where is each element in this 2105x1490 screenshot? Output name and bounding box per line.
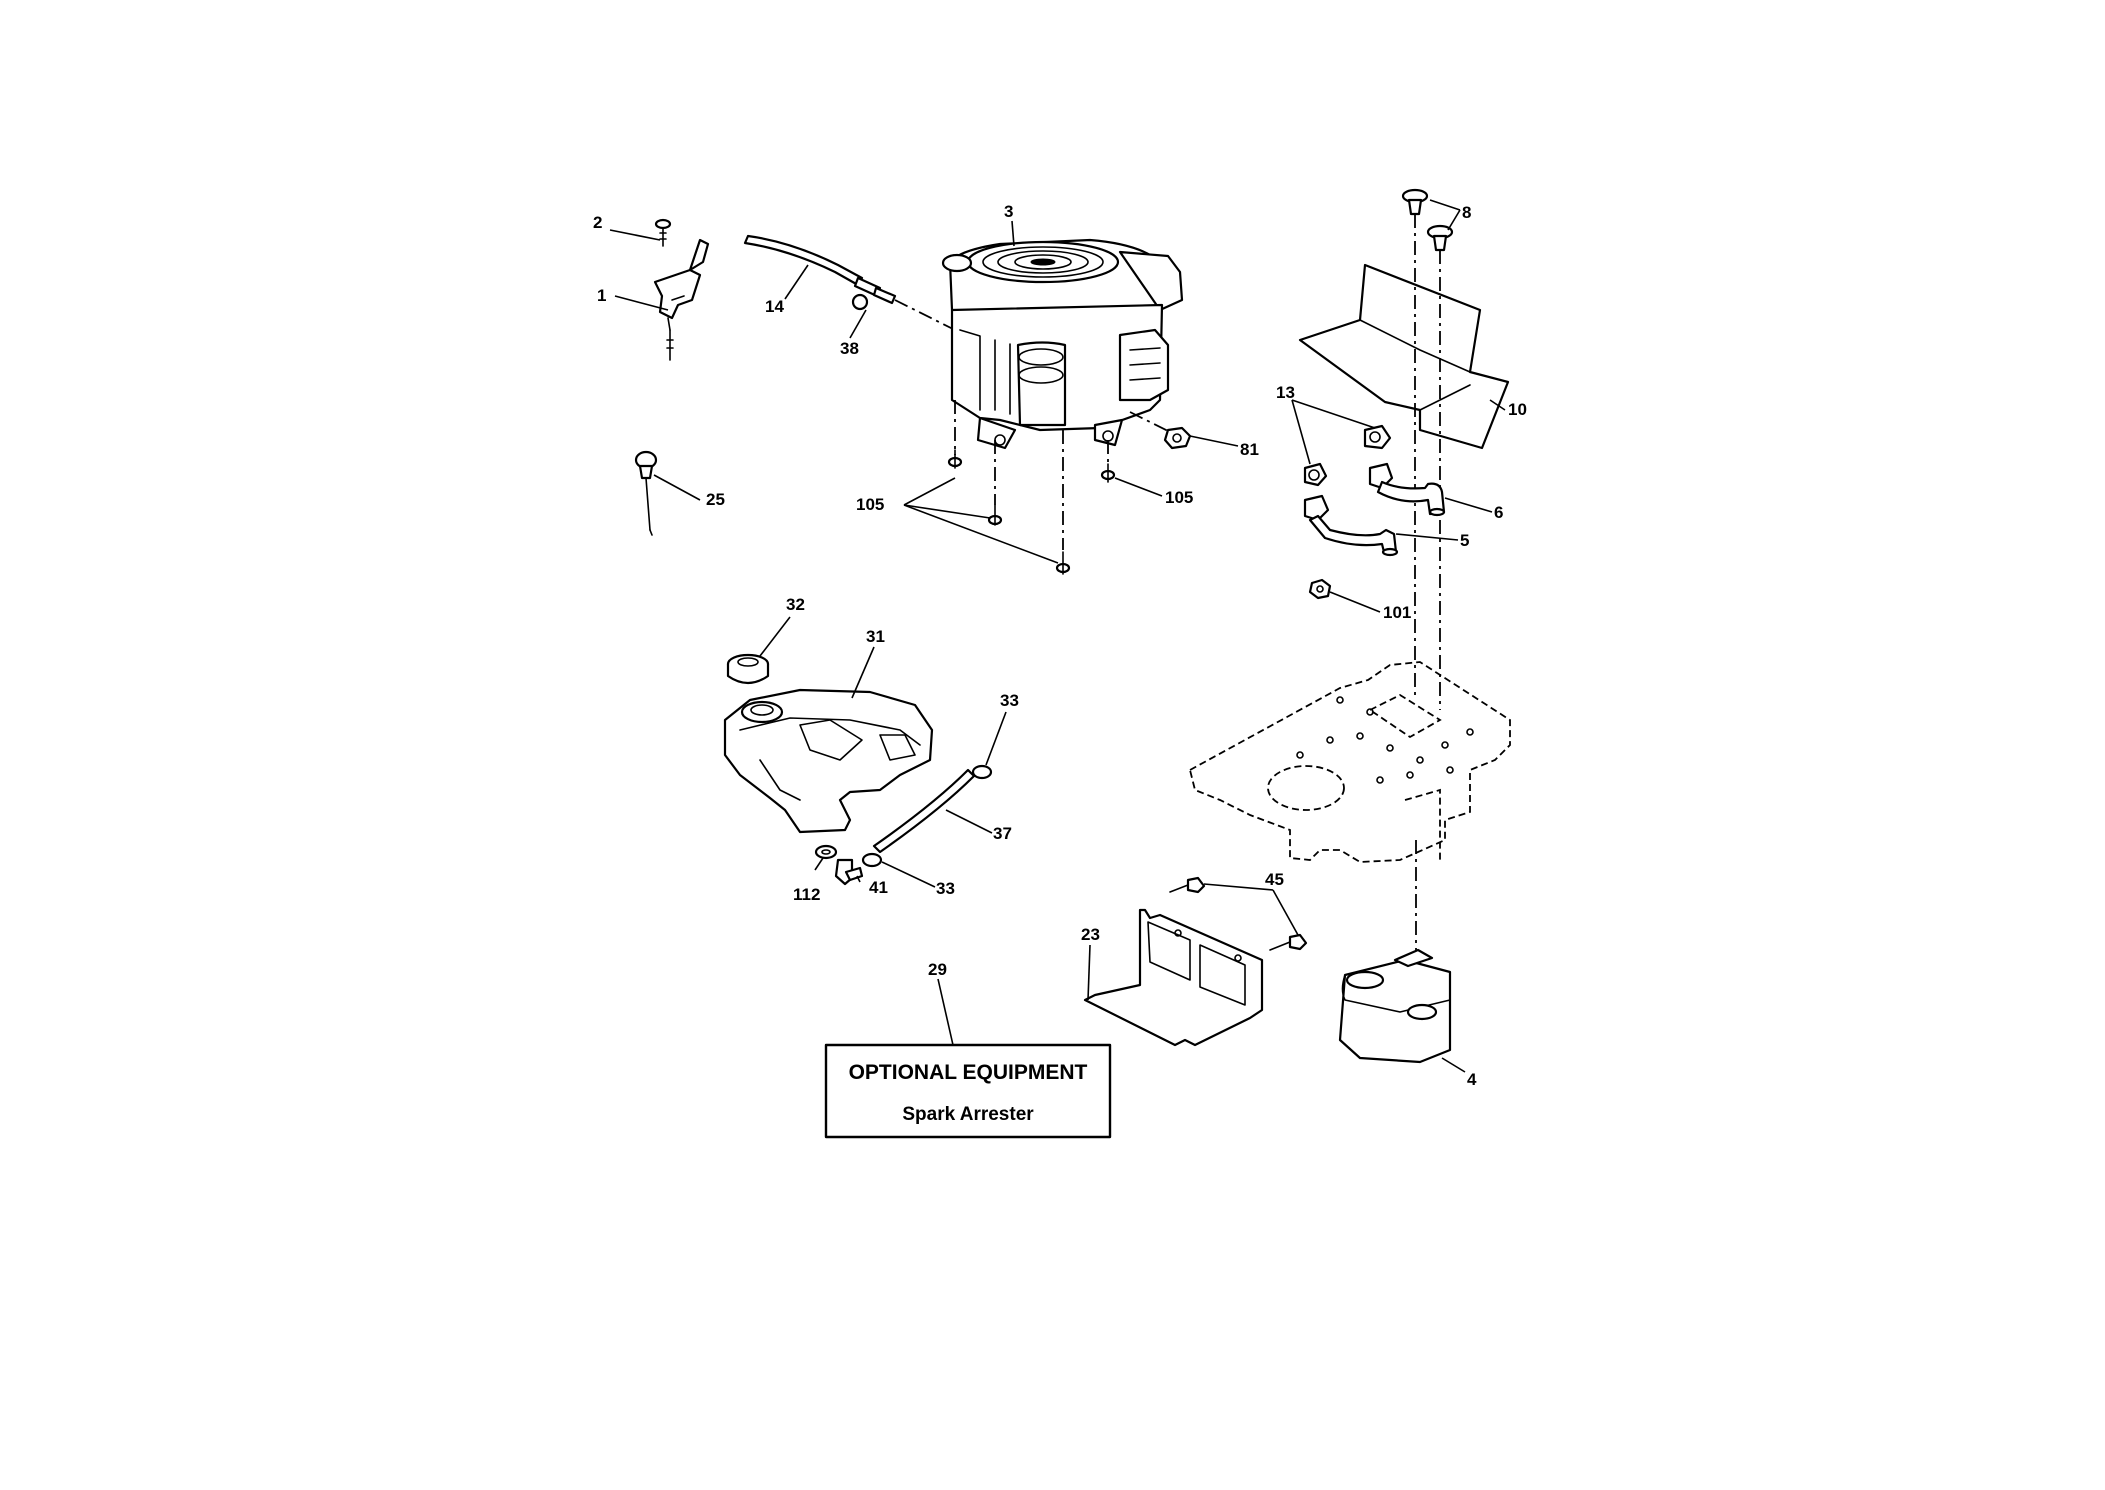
callout-31: 31 <box>866 627 885 646</box>
callout-14: 14 <box>765 297 784 316</box>
optional-box-title: OPTIONAL EQUIPMENT <box>849 1061 1088 1084</box>
callout-81: 81 <box>1240 440 1259 459</box>
gasket-part-13 <box>1303 424 1392 487</box>
bolt-part-105 <box>947 400 1116 575</box>
callout-5: 5 <box>1460 531 1469 550</box>
fuel-hose-part <box>743 234 956 331</box>
bushing-part-112 <box>814 844 838 860</box>
callout-112: 112 <box>793 885 820 904</box>
throttle-bracket-part <box>653 238 710 361</box>
callout-101: 101 <box>1383 603 1411 622</box>
callout-41: 41 <box>869 878 888 897</box>
optional-equipment-box: OPTIONAL EQUIPMENT Spark Arrester <box>824 1043 1112 1139</box>
callout-6: 6 <box>1494 503 1503 522</box>
callout-25: 25 <box>706 490 725 509</box>
callout-23: 23 <box>1081 925 1100 944</box>
callout-38: 38 <box>840 339 859 358</box>
callout-4: 4 <box>1467 1070 1477 1089</box>
frame-reference-outline <box>1188 661 1511 863</box>
callout-8: 8 <box>1462 203 1471 222</box>
exhaust-pipe-part-6 <box>1368 462 1446 517</box>
callout-1: 1 <box>597 286 606 305</box>
nut-part-81 <box>1163 426 1192 450</box>
callout-37: 37 <box>993 824 1012 843</box>
callout-3: 3 <box>1004 202 1013 221</box>
callout-105-right: 105 <box>1165 488 1193 507</box>
callout-33-bottom: 33 <box>936 879 955 898</box>
fuel-line-part <box>861 764 993 868</box>
callout-labels: 2 1 3 14 38 81 105 105 25 8 10 13 6 5 10… <box>593 202 1527 1089</box>
callout-13: 13 <box>1276 383 1295 402</box>
screw-part-8 <box>1401 188 1454 252</box>
nut-part-101 <box>1308 578 1332 600</box>
muffler-part <box>1338 840 1452 1064</box>
screw-part-2 <box>654 218 672 247</box>
choke-knob-part <box>634 450 658 536</box>
callout-10: 10 <box>1508 400 1527 419</box>
bolt-part-45 <box>1169 876 1308 951</box>
callout-32: 32 <box>786 595 805 614</box>
engine-part <box>941 238 1184 450</box>
optional-box-subtitle: Spark Arrester <box>902 1104 1034 1125</box>
fuel-tank-part <box>723 688 934 834</box>
fuel-cap-part <box>726 653 770 685</box>
leader-lines <box>609 199 1506 1073</box>
callout-105-left: 105 <box>856 495 884 514</box>
elbow-fitting-part-41 <box>834 858 864 886</box>
heat-shield-part <box>1298 263 1510 450</box>
callout-2: 2 <box>593 213 602 232</box>
callout-29: 29 <box>928 960 947 979</box>
spark-arrester-screen-part <box>1083 908 1264 1047</box>
exhaust-pipe-part-5 <box>1303 494 1399 557</box>
callout-33-top: 33 <box>1000 691 1019 710</box>
callout-45: 45 <box>1265 870 1284 889</box>
